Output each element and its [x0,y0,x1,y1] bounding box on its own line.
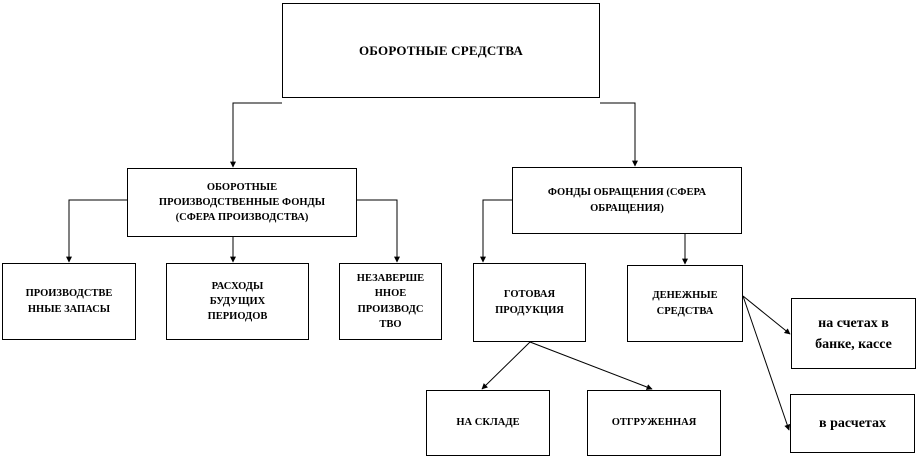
connector-root-to-circulation-funds [600,102,638,167]
connector-root-to-production-funds [230,102,282,168]
node-work-in-progress: НЕЗАВЕРШЕ ННОЕ ПРОИЗВОДС ТВО [339,263,442,340]
node-bank-accounts: на счетах в банке, кассе [791,298,916,369]
connector-finished-to-warehouse [481,341,531,390]
node-production-inventory: ПРОИЗВОДСТВЕ ННЫЕ ЗАПАСЫ [2,263,136,340]
node-deferred-expenses: РАСХОДЫ БУДУЩИХ ПЕРИОДОВ [166,263,309,340]
node-settlements: в расчетах [790,394,915,453]
connector-circulation-to-finished [480,199,512,263]
node-finished-goods: ГОТОВАЯ ПРОДУКЦИЯ [473,263,586,342]
settlements-label: в расчетах [819,416,886,431]
node-circulation-funds: ФОНДЫ ОБРАЩЕНИЯ (СФЕРА ОБРАЩЕНИЯ) [512,167,742,234]
node-cash: ДЕНЕЖНЫЕ СРЕДСТВА [627,265,743,342]
work-in-progress-label: НЕЗАВЕРШЕ ННОЕ ПРОИЗВОДС ТВО [356,273,425,330]
node-production-funds: ОБОРОТНЫЕ ПРОИЗВОДСТВЕННЫЕ ФОНДЫ (СФЕРА … [127,168,357,237]
finished-goods-label: ГОТОВАЯ ПРОДУКЦИЯ [495,289,564,316]
production-funds-label: ОБОРОТНЫЕ ПРОИЗВОДСТВЕННЫЕ ФОНДЫ (СФЕРА … [158,181,326,224]
root-node-label: ОБОРОТНЫЕ СРЕДСТВА [358,42,524,58]
deferred-expenses-label: РАСХОДЫ БУДУЩИХ ПЕРИОДОВ [207,280,268,323]
production-inventory-label: ПРОИЗВОДСТВЕ ННЫЕ ЗАПАСЫ [25,288,113,315]
cash-label: ДЕНЕЖНЫЕ СРЕДСТВА [652,290,718,317]
connector-cash-to-bank [742,295,791,335]
shipped-label: ОТГРУЖЕННАЯ [611,417,697,429]
connector-production-to-inventory [66,199,127,263]
in-warehouse-label: НА СКЛАДЕ [456,417,520,429]
circulation-funds-label: ФОНДЫ ОБРАЩЕНИЯ (СФЕРА ОБРАЩЕНИЯ) [547,187,707,214]
connector-cash-to-settlements [742,295,791,431]
connector-production-to-wip [357,199,400,263]
connector-finished-to-shipped [529,341,653,390]
node-shipped: ОТГРУЖЕННАЯ [587,390,721,456]
node-in-warehouse: НА СКЛАДЕ [426,390,550,456]
bank-accounts-label: на счетах в банке, кассе [815,315,892,352]
root-node-current-assets: ОБОРОТНЫЕ СРЕДСТВА [282,3,600,98]
